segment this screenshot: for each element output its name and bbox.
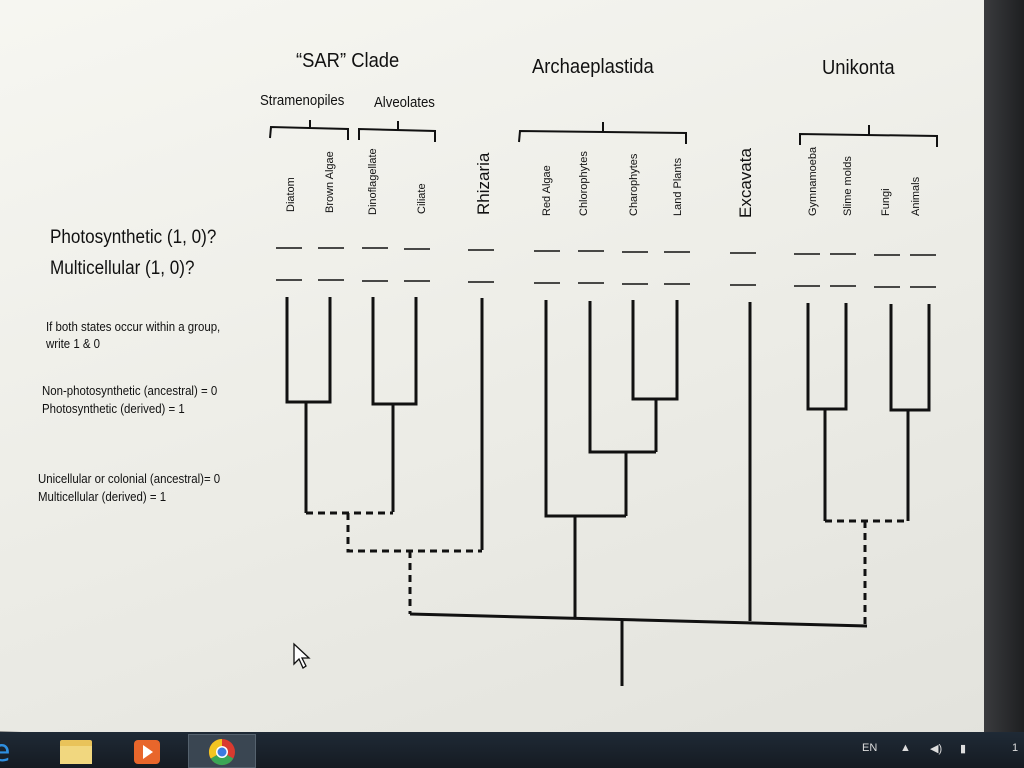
monitor-bezel <box>984 0 1024 740</box>
note-multi-1: Unicellular or colonial (ancestral)= 0 <box>38 471 221 486</box>
dashed-sar-join <box>306 511 482 614</box>
note-photo-2: Photosynthetic (derived) = 1 <box>42 401 185 416</box>
branch-root <box>409 612 868 686</box>
media-player-icon <box>134 740 160 764</box>
language-indicator[interactable]: EN <box>862 742 878 754</box>
branch-alveolates <box>371 297 418 512</box>
clade-unikonta-title: Unikonta <box>822 57 895 79</box>
file-explorer-button[interactable] <box>52 734 106 766</box>
clade-archaeplastida-title: Archaeplastida <box>532 56 654 78</box>
note-both-states-2: write 1 & 0 <box>46 336 101 351</box>
branch-unikonta <box>806 303 931 521</box>
note-multi-2: Multicellular (derived) = 1 <box>38 489 167 504</box>
mouse-cursor-icon <box>293 642 311 669</box>
chrome-icon <box>208 738 235 766</box>
note-photo-1: Non-photosynthetic (ancestral) = 0 <box>42 383 218 398</box>
question-photosynthetic: Photosynthetic (1, 0)? <box>50 227 217 248</box>
internet-explorer-icon: e <box>0 734 10 768</box>
note-both-states-1: If both states occur within a group, <box>46 319 221 334</box>
answer-blanks <box>276 247 936 288</box>
folder-icon <box>60 740 92 764</box>
ie-browser-button[interactable]: e <box>0 734 44 768</box>
tray-chevron-icon[interactable]: ▲ <box>900 742 911 754</box>
media-player-button[interactable] <box>122 734 176 766</box>
chrome-browser-button[interactable] <box>188 734 256 768</box>
subclade-stramenopiles: Stramenopiles <box>260 92 345 109</box>
bracket-archaeplastida <box>518 122 687 144</box>
volume-icon[interactable]: ◀) <box>930 743 943 755</box>
dashed-unikonta-join <box>825 519 908 626</box>
branch-archaeplastida <box>544 300 679 617</box>
svg-text:e: e <box>0 734 10 766</box>
clock-text[interactable]: 1 <box>1012 742 1019 754</box>
subclade-alveolates: Alveolates <box>374 94 435 111</box>
branch-stramenopiles <box>285 297 332 513</box>
bracket-unikonta <box>799 125 938 147</box>
network-icon[interactable]: ▮ <box>960 743 967 755</box>
phylogenetic-tree <box>269 120 938 686</box>
bracket-alveolates <box>358 121 436 142</box>
clade-sar-title: “SAR” Clade <box>296 50 400 72</box>
bracket-stramenopiles <box>269 120 349 140</box>
taskbar: e EN ▲ ◀) ▮ 1 <box>0 732 1024 768</box>
question-multicellular: Multicellular (1, 0)? <box>50 258 195 279</box>
